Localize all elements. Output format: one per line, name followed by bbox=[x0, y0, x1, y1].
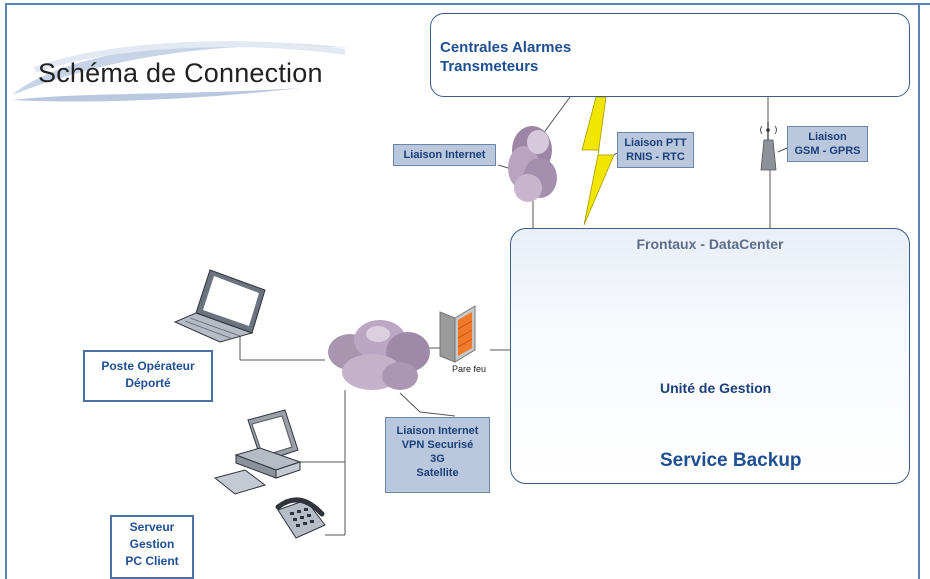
alarm-title-line1: Centrales Alarmes bbox=[440, 39, 572, 56]
liaison-ptt-label: Liaison PTT RNIS - RTC bbox=[617, 132, 694, 168]
internet-cloud-top-icon bbox=[508, 126, 557, 202]
datacenter-group bbox=[510, 228, 910, 484]
frame-top-border bbox=[5, 3, 930, 5]
liaison-internet-top-text: Liaison Internet bbox=[403, 149, 486, 161]
alarm-centrals-title: Centrales Alarmes Transmeteurs bbox=[440, 38, 571, 76]
liaison-vpn-label: Liaison Internet VPN Securisé 3G Satelli… bbox=[385, 417, 490, 493]
vpn-line3: 3G bbox=[430, 453, 445, 465]
vpn-line1: Liaison Internet bbox=[396, 425, 479, 437]
ptt-line1: Liaison PTT bbox=[624, 137, 687, 149]
liaison-internet-top-label: Liaison Internet bbox=[393, 144, 496, 166]
datacenter-title: Frontaux - DataCenter bbox=[636, 236, 784, 252]
desktop-pc-icon bbox=[213, 409, 302, 495]
poste-line2: Déporté bbox=[125, 376, 171, 390]
frame-left-border bbox=[5, 3, 7, 579]
vpn-line4: Satellite bbox=[416, 467, 459, 479]
gsm-antenna-icon bbox=[760, 122, 777, 171]
title-swoosh-decoration bbox=[12, 41, 350, 102]
internet-cloud-center-icon bbox=[328, 320, 430, 390]
poste-line1: Poste Opérateur bbox=[101, 359, 195, 373]
serveur-gestion-box: Serveur Gestion PC Client bbox=[110, 515, 194, 579]
firewall-icon bbox=[439, 305, 476, 363]
laptop-icon bbox=[173, 269, 266, 343]
service-backup-label: Service Backup bbox=[660, 450, 802, 471]
alarm-title-line2: Transmeteurs bbox=[440, 58, 539, 75]
gsm-line2: GSM - GPRS bbox=[794, 145, 861, 157]
frame-right-border bbox=[918, 3, 920, 579]
serveur-line3: PC Client bbox=[125, 554, 179, 568]
firewall-label: Pare feu bbox=[452, 364, 487, 374]
poste-operateur-box: Poste Opérateur Déporté bbox=[83, 350, 213, 402]
alarm-centrals-group bbox=[430, 13, 910, 97]
serveur-line1: Serveur bbox=[129, 520, 175, 534]
serveur-line2: Gestion bbox=[129, 537, 175, 551]
diagram-title: Schéma de Connection bbox=[38, 58, 323, 88]
lightning-bolt-icon bbox=[581, 96, 615, 226]
ptt-line2: RNIS - RTC bbox=[626, 151, 685, 163]
vpn-line2: VPN Securisé bbox=[401, 439, 474, 451]
gsm-line1: Liaison bbox=[808, 131, 847, 143]
telephone-icon bbox=[275, 497, 326, 539]
liaison-gsm-label: Liaison GSM - GPRS bbox=[787, 126, 868, 162]
unite-de-gestion-label: Unité de Gestion bbox=[660, 380, 772, 396]
